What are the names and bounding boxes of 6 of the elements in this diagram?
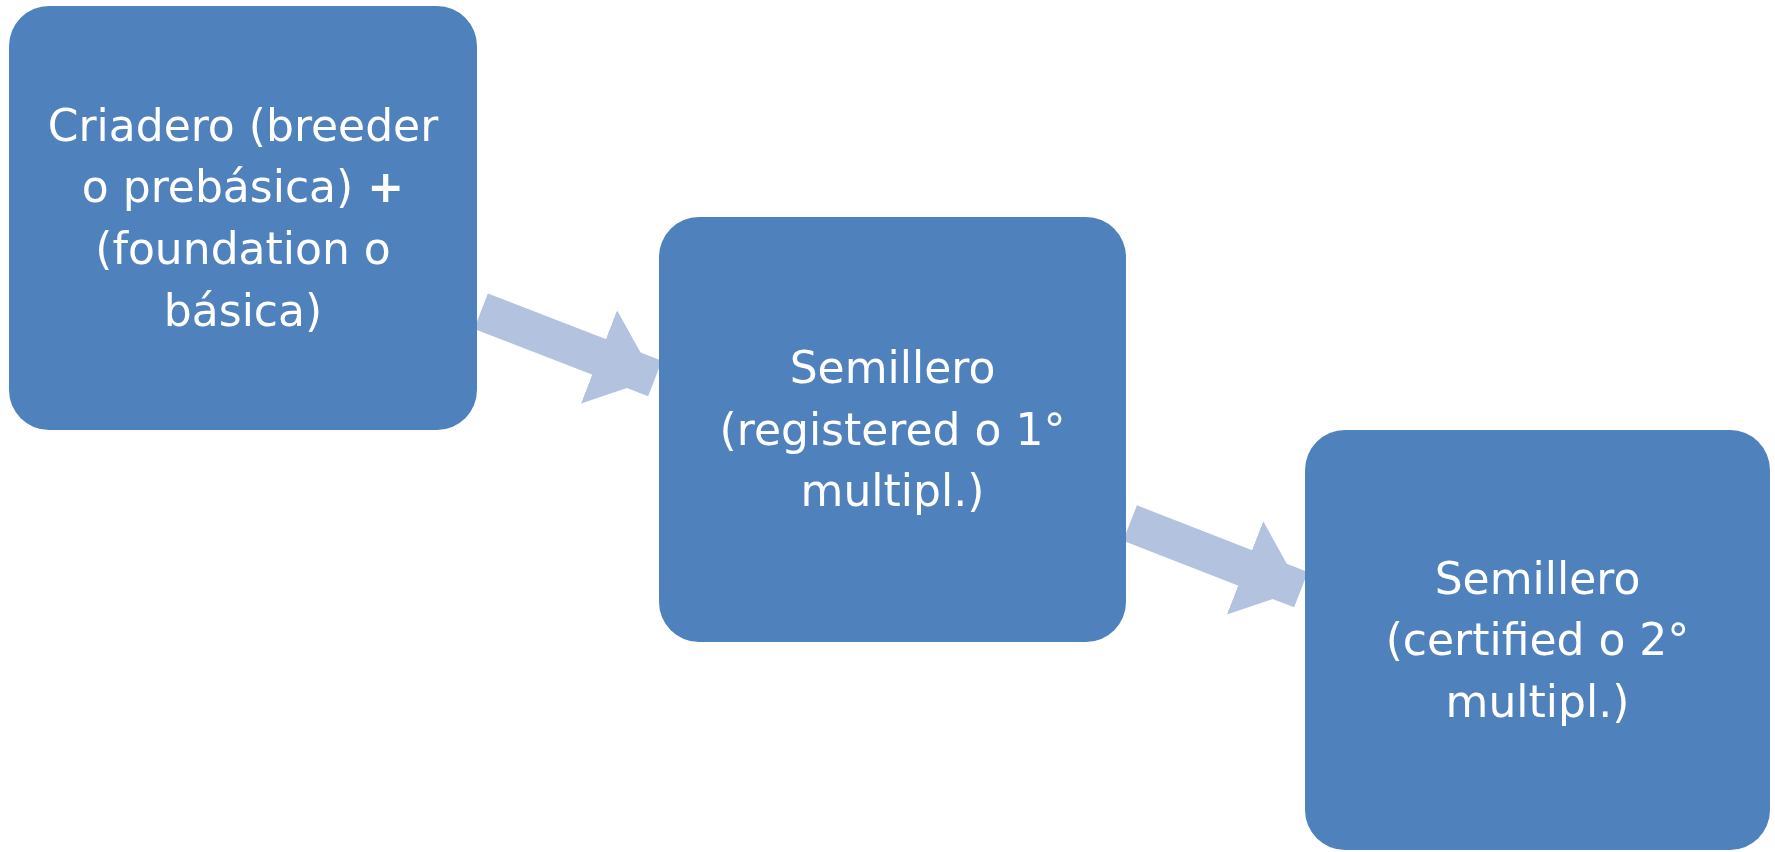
- process-box: [1305, 430, 1770, 850]
- process-box: [9, 6, 477, 430]
- process-box: [659, 217, 1126, 642]
- box-label: Semillero (registered o 1° multipl.): [718, 341, 1067, 519]
- box-label: Semillero (certified o 2° multipl.): [1384, 551, 1691, 729]
- box-label: Criadero (breeder o prebásica) + (foundation o básica): [46, 98, 440, 338]
